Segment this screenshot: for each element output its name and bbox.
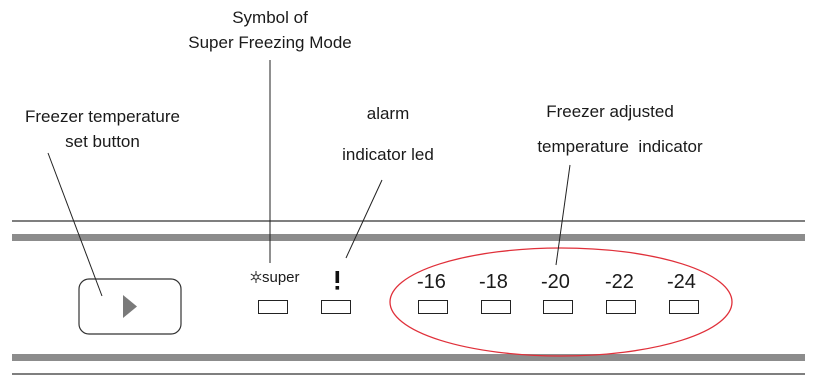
snowflake-icon [250,271,262,283]
label-alarm-line2: indicator led [342,145,434,164]
temp-led-minus22 [606,300,636,314]
label-adjusted-line1: Freezer adjusted [546,102,674,121]
temp-label-minus18: -18 [479,271,508,293]
label-set-button-line1: Freezer temperature [25,107,180,126]
temperature-highlight-ellipse [389,247,733,357]
temp-label-minus24: -24 [667,271,696,293]
top-panel-band [12,234,805,241]
temp-led-minus18 [481,300,511,314]
label-set-button-line2: set button [65,132,140,151]
temp-led-minus24 [669,300,699,314]
temp-led-minus20 [543,300,573,314]
temp-label-minus22: -22 [605,271,634,293]
temp-label-minus16: -16 [417,271,446,293]
label-super-symbol-line1: Symbol of [232,8,308,27]
super-mode-led [258,300,288,314]
leader-adjusted-temp [555,164,571,266]
leader-set-button [47,152,103,297]
alarm-exclamation-bar [335,271,340,283]
leader-alarm [345,179,383,259]
label-adjusted-line2: temperature indicator [537,137,703,156]
label-super-symbol-line2: Super Freezing Mode [188,33,352,52]
play-triangle-icon [123,295,137,318]
alarm-indicator-led [321,300,351,314]
super-mode-text: super [262,269,300,286]
temp-label-minus20: -20 [541,271,570,293]
alarm-exclamation-dot [335,286,340,290]
temp-led-minus16 [418,300,448,314]
label-alarm-line1: alarm [366,104,410,123]
bottom-panel-band [12,354,805,361]
